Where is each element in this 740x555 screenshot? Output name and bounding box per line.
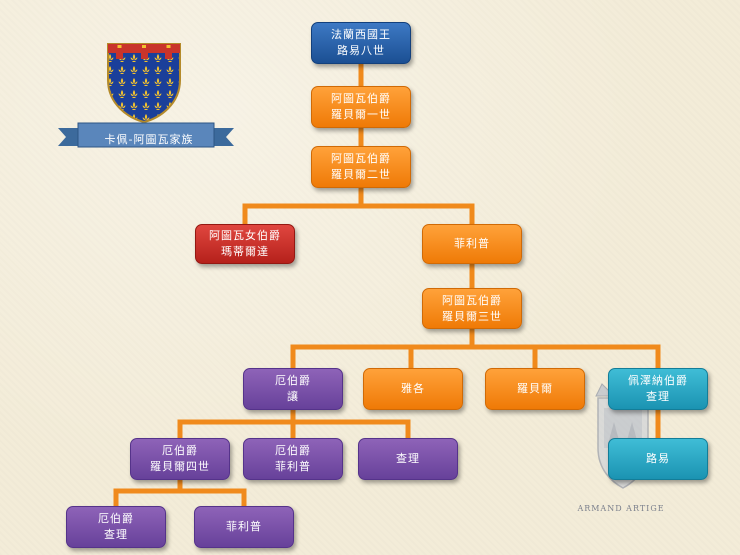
node-robert-iv-eu-name: 羅貝爾四世 [150,460,210,473]
node-philippe-son-name: 菲利普 [226,520,262,533]
node-charles-eu-title: 厄伯爵 [98,512,134,525]
node-philippe-son: 菲利普 [194,506,294,548]
node-louis-viii-title: 法蘭西國王 [331,28,391,41]
node-charles-eu: 厄伯爵 查理 [66,506,166,548]
node-robert-ii-title: 阿圖瓦伯爵 [331,152,391,165]
emblem-caption: ARMAND ARTIGE [577,504,665,513]
node-robert-iv-eu: 厄伯爵 羅貝爾四世 [130,438,230,480]
node-robert-iv-eu-title: 厄伯爵 [162,444,198,457]
node-philippe-name: 菲利普 [454,237,490,250]
node-jean-eu: 厄伯爵 讓 [243,368,343,410]
node-mahaut-title: 阿圖瓦女伯爵 [209,229,281,242]
node-robert-i-name: 羅貝爾一世 [331,108,391,121]
node-charles-pezenas: 佩澤納伯爵 查理 [608,368,708,410]
family-banner-text: 卡佩-阿圖瓦家族 [104,133,194,146]
node-charles-pezenas-title: 佩澤納伯爵 [628,374,688,387]
node-philippe: 菲利普 [422,224,522,264]
node-robert-ii-name: 羅貝爾二世 [331,168,391,181]
node-robert-iii-title: 阿圖瓦伯爵 [442,293,502,307]
coat-of-arms-shield-icon [107,43,181,124]
node-robert-iii: 阿圖瓦伯爵 羅貝爾三世 [422,288,522,329]
node-philippe-eu-name: 菲利普 [275,460,311,473]
node-jean-eu-name: 讓 [287,390,299,403]
node-robert-son: 羅貝爾 [485,368,585,410]
node-louis-pezenas: 路易 [608,438,708,480]
node-louis-viii: 法蘭西國王 路易八世 [311,22,411,64]
node-robert-i-title: 阿圖瓦伯爵 [331,92,391,105]
family-ribbon-banner [58,122,234,148]
node-charles-son: 查理 [358,438,458,480]
node-charles-son-name: 查理 [396,452,420,465]
node-robert-iii-name: 羅貝爾三世 [442,309,502,323]
node-jean-eu-title: 厄伯爵 [275,374,311,387]
node-philippe-eu-title: 厄伯爵 [275,444,311,457]
node-mahaut: 阿圖瓦女伯爵 瑪蒂爾達 [195,224,295,264]
node-robert-ii: 阿圖瓦伯爵 羅貝爾二世 [311,146,411,188]
node-jacques: 雅各 [363,368,463,410]
node-louis-viii-name: 路易八世 [337,44,385,57]
node-robert-i: 阿圖瓦伯爵 羅貝爾一世 [311,86,411,128]
node-mahaut-name: 瑪蒂爾達 [221,245,269,258]
node-charles-pezenas-name: 查理 [646,390,670,403]
node-jacques-name: 雅各 [401,382,425,395]
node-charles-eu-name: 查理 [104,528,128,541]
node-louis-pezenas-name: 路易 [646,452,670,465]
node-philippe-eu: 厄伯爵 菲利普 [243,438,343,480]
node-robert-son-name: 羅貝爾 [517,382,553,395]
